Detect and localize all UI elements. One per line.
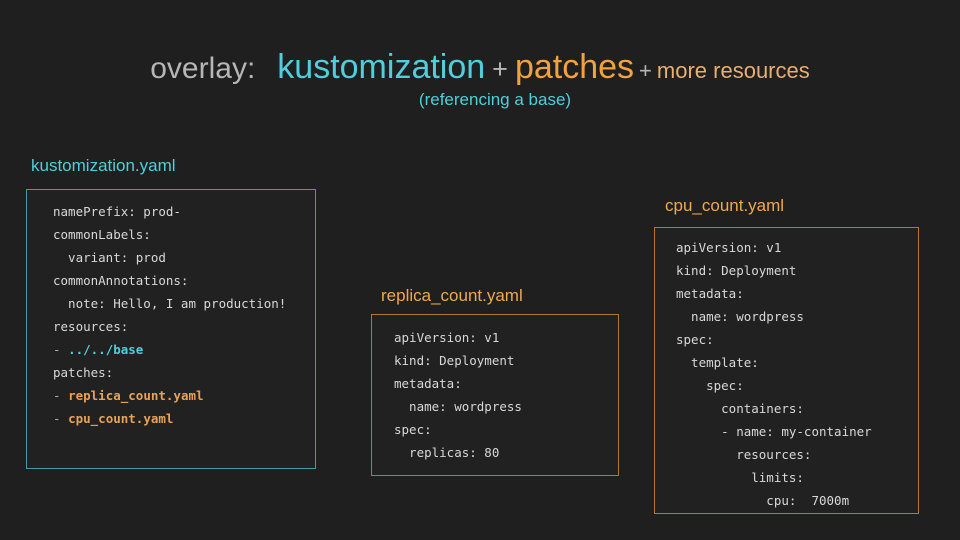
code-line: containers: [676, 401, 804, 416]
code-line: name: wordpress [394, 399, 522, 414]
code-line: note: Hello, I am production! [53, 296, 287, 311]
heading-subtitle: (referencing a base) [418, 90, 572, 109]
code-line: replicas: 80 [394, 445, 500, 460]
code-line: apiVersion: v1 [394, 330, 500, 345]
code-line: - name: my-container [676, 424, 872, 439]
heading-term-patches: patches [514, 48, 635, 86]
code-line: - cpu_count.yaml [53, 411, 174, 426]
code-line: spec: [676, 378, 744, 393]
code-line: resources: [53, 319, 129, 334]
heading-plus-1: + [492, 54, 508, 84]
code-line: apiVersion: v1 [676, 240, 782, 255]
code-line: commonLabels: [53, 227, 151, 242]
panel-label-replica-count-yaml: replica_count.yaml [381, 286, 523, 305]
code-panel-replica-count-yaml: apiVersion: v1 kind: Deployment metadata… [371, 314, 619, 476]
code-line: patches: [53, 365, 114, 380]
code-line: variant: prod [53, 250, 166, 265]
code-line: kind: Deployment [676, 263, 797, 278]
code-line: metadata: [394, 376, 462, 391]
code-line: metadata: [676, 286, 744, 301]
code-line: cpu: 7000m [676, 493, 850, 508]
code-block-cpu-count-yaml: apiVersion: v1 kind: Deployment metadata… [676, 236, 872, 512]
heading-line: overlay:kustomization+patches+more resou… [0, 50, 960, 84]
code-line: resources: [676, 447, 812, 462]
code-line: spec: [676, 332, 714, 347]
code-line: limits: [676, 470, 804, 485]
heading-overlay-label: overlay: [150, 52, 256, 85]
code-line: kind: Deployment [394, 353, 515, 368]
code-line: - replica_count.yaml [53, 388, 204, 403]
heading-term-kustomization: kustomization [277, 48, 486, 86]
panel-label-cpu-count-yaml: cpu_count.yaml [665, 196, 785, 215]
heading-plus-2: + [639, 58, 652, 83]
code-line: template: [676, 355, 759, 370]
code-line: name: wordpress [676, 309, 804, 324]
code-panel-cpu-count-yaml: apiVersion: v1 kind: Deployment metadata… [654, 227, 919, 514]
panel-label-kustomization-yaml: kustomization.yaml [31, 156, 176, 175]
code-block-replica-count-yaml: apiVersion: v1 kind: Deployment metadata… [394, 326, 522, 464]
code-panel-kustomization-yaml: namePrefix: prod- commonLabels: variant:… [26, 189, 316, 469]
code-line: spec: [394, 422, 432, 437]
code-line: namePrefix: prod- [53, 204, 181, 219]
code-block-kustomization-yaml: namePrefix: prod- commonLabels: variant:… [53, 200, 286, 430]
code-line: commonAnnotations: [53, 273, 189, 288]
heading-term-more-resources: more resources [656, 58, 810, 83]
code-line: - ../../base [53, 342, 144, 357]
slide-heading: overlay:kustomization+patches+more resou… [0, 50, 960, 110]
